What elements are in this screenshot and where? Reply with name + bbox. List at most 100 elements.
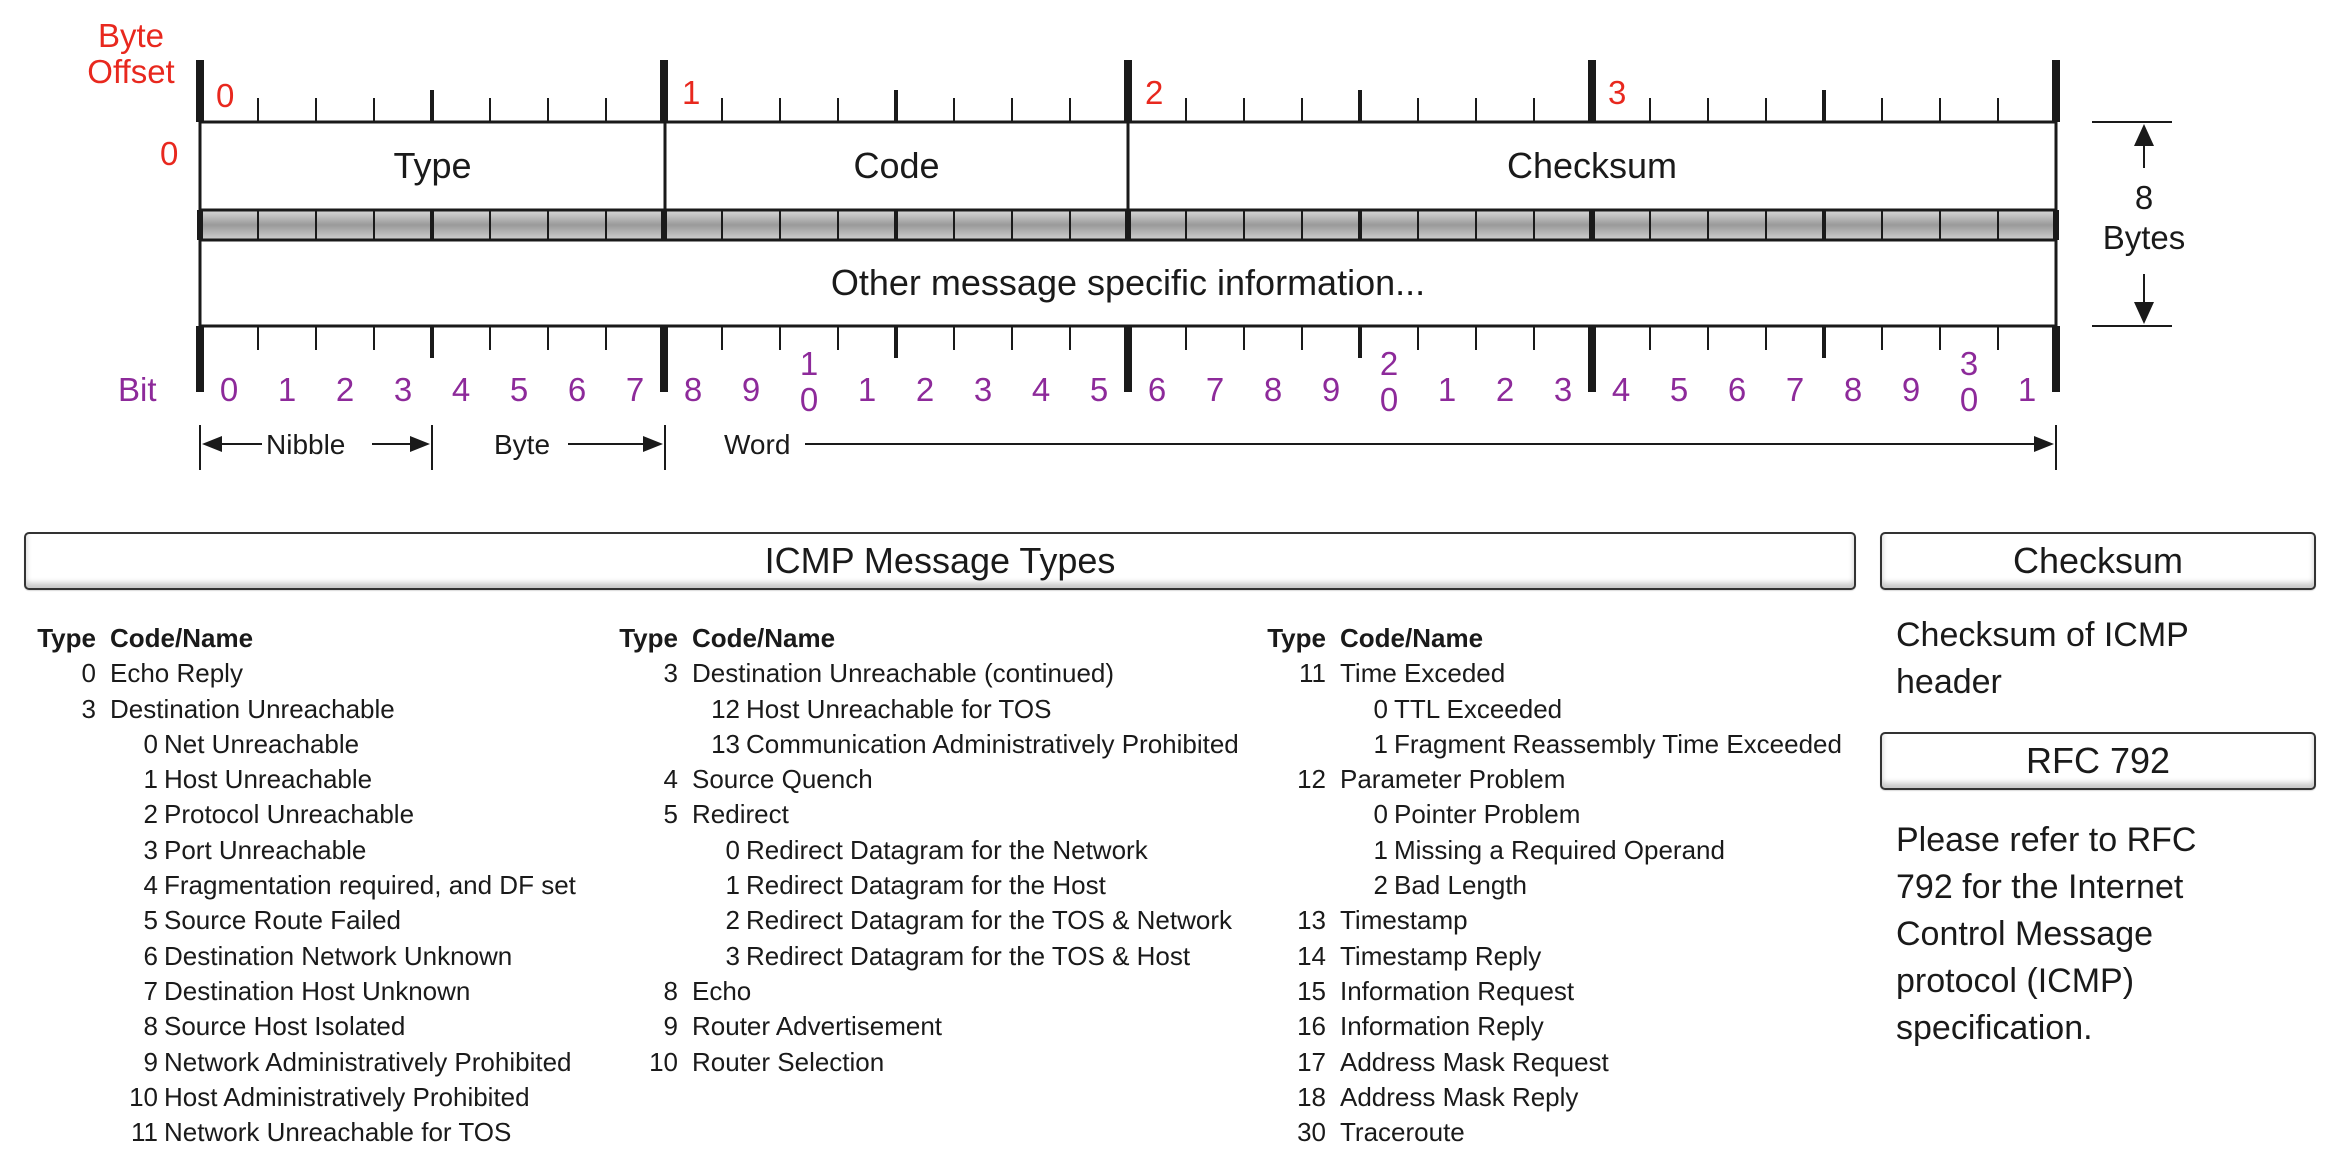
- header-type: Type: [1267, 623, 1326, 653]
- byte-number-3: 3: [1608, 74, 1627, 111]
- code-name: Router Selection: [692, 1046, 885, 1077]
- bit-number: 8: [1843, 371, 1863, 408]
- icmp-types-title-bar: ICMP Message Types: [24, 532, 1856, 590]
- code-label: Destination Network Unknown: [164, 940, 513, 971]
- code-name: Source Quench: [692, 764, 873, 795]
- bit-number: 0: [219, 371, 239, 408]
- bit-number: 5: [509, 371, 529, 408]
- field-other-info: Other message specific information...: [830, 262, 1426, 303]
- code-label: Pointer Problem: [1394, 799, 1581, 830]
- type-number: [28, 974, 96, 1009]
- code-number: 10: [129, 1081, 158, 1112]
- code-label: Network Unreachable for TOS: [164, 1117, 512, 1148]
- code-label: Fragmentation required, and DF set: [164, 870, 576, 901]
- rfc-panel-title: RFC 792: [2025, 740, 2171, 781]
- code-number: 1: [143, 764, 158, 795]
- bit-number: 7: [625, 371, 645, 408]
- code-name: Address Mask Reply: [1340, 1081, 1579, 1112]
- byte-offset-label-line2: Offset: [87, 53, 175, 90]
- bit-number: 3: [1553, 371, 1573, 408]
- bit-number: 1: [277, 371, 297, 408]
- code-number: 4: [143, 870, 158, 901]
- code-name: Parameter Problem: [1340, 764, 1566, 795]
- code-number: 1: [725, 870, 740, 901]
- byte-offset-label: Byte Offset: [68, 18, 194, 90]
- checksum-description-line2: header: [1896, 663, 2002, 701]
- type-number: [1258, 833, 1326, 868]
- bit-ruler-graphic: [196, 60, 2172, 470]
- code-name: Echo Reply: [110, 658, 243, 689]
- code-label: Port Unreachable: [164, 834, 367, 865]
- bit-number: 2: [1495, 371, 1515, 408]
- rfc-line-3: Control Message: [1896, 915, 2154, 953]
- header-code-name: Code/Name: [1340, 623, 1484, 653]
- code-number: 8: [143, 1011, 158, 1042]
- byte-number-0: 0: [216, 77, 235, 114]
- type-number: [1258, 797, 1326, 832]
- type-number: [28, 1115, 96, 1150]
- type-number: 10: [649, 1046, 678, 1077]
- bit-number: 1: [857, 371, 877, 408]
- header-type: Type: [619, 623, 678, 653]
- type-number: 18: [1297, 1081, 1326, 1112]
- checksum-description: Checksum of ICMP header: [1896, 612, 2189, 706]
- header-type: Type: [37, 623, 96, 653]
- type-number: 14: [1297, 940, 1326, 971]
- rfc-line-4: protocol (ICMP): [1896, 962, 2135, 1000]
- code-name: Router Advertisement: [692, 1011, 943, 1042]
- type-number: 12: [1297, 764, 1326, 795]
- type-number: 17: [1297, 1046, 1326, 1077]
- rfc-description: Please refer to RFC 792 for the Internet…: [1896, 817, 2196, 1052]
- bit-number: 3: [393, 371, 413, 408]
- type-number: [610, 868, 678, 903]
- bottom-ruler: [196, 326, 2060, 392]
- byte-number-2: 2: [1145, 74, 1164, 111]
- code-name: Information Reply: [1340, 1011, 1544, 1042]
- code-label: TTL Exceeded: [1394, 693, 1563, 724]
- type-number: [1258, 692, 1326, 727]
- code-label: Redirect Datagram for the TOS & Host: [746, 940, 1191, 971]
- table-row: 12 Parameter Problem: [1258, 762, 1842, 797]
- size-label-unit: Bytes: [2102, 219, 2186, 256]
- code-label: Redirect Datagram for the Network: [746, 834, 1148, 865]
- bit-number: 8: [1263, 371, 1283, 408]
- code-number: 1: [1373, 834, 1388, 865]
- code-label: Net Unreachable: [164, 728, 360, 759]
- code-name: Timestamp Reply: [1340, 940, 1542, 971]
- type-number: [610, 833, 678, 868]
- bit-number: 1: [1437, 371, 1457, 408]
- span-nibble-label: Nibble: [266, 429, 346, 460]
- code-label: Redirect Datagram for the TOS & Network: [746, 905, 1233, 936]
- bit-number: 6: [1147, 371, 1167, 408]
- bit-number: 9: [741, 371, 761, 408]
- bit-number: 9: [1901, 371, 1921, 408]
- type-number: [28, 868, 96, 903]
- bit-number: 8: [683, 371, 703, 408]
- code-number: 13: [711, 728, 740, 759]
- code-label: Communication Administratively Prohibite…: [746, 728, 1239, 759]
- bit-label: Bit: [118, 371, 157, 408]
- code-number: 2: [1373, 870, 1388, 901]
- size-arrow-up-head: [2134, 124, 2154, 146]
